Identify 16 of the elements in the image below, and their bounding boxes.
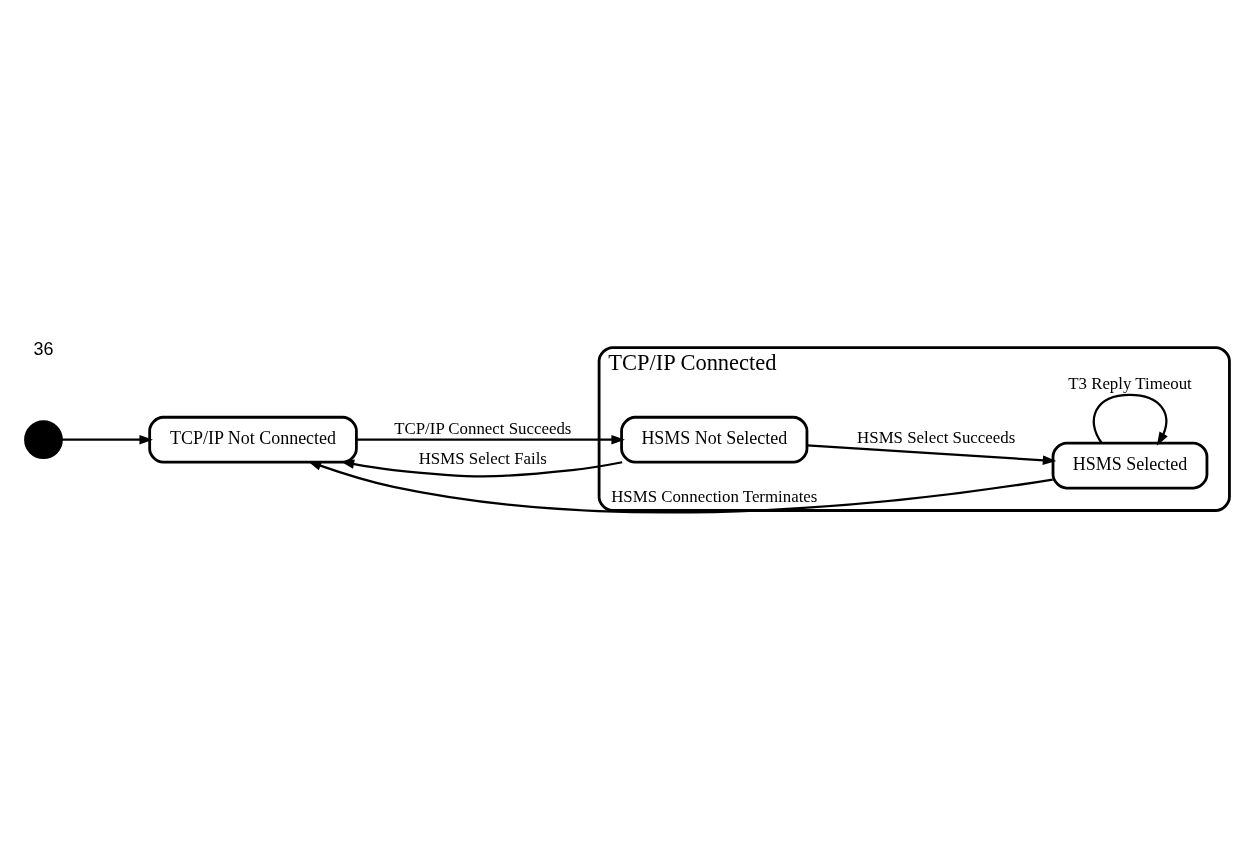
edge-label: TCP/IP Connect Succeeds <box>394 418 572 438</box>
node-box: HSMS Selected <box>1051 441 1209 489</box>
arrow <box>356 434 625 444</box>
label: 36 <box>33 338 54 359</box>
node-box: TCP/IP Not Connected <box>148 415 358 464</box>
node-box: HSMS Not Selected <box>620 415 809 464</box>
edge-label: HSMS Connection Terminates <box>611 486 818 506</box>
arrow <box>340 459 623 478</box>
arrow <box>61 434 153 444</box>
arrow <box>307 460 1053 513</box>
edge-label: T3 Reply Timeout <box>1068 373 1192 393</box>
arrow <box>1092 393 1168 446</box>
edge-label: HSMS Select Succeeds <box>857 427 1016 447</box>
node-circle <box>24 419 63 459</box>
edge-label: HSMS Select Fails <box>418 448 547 468</box>
arrow <box>807 443 1057 465</box>
